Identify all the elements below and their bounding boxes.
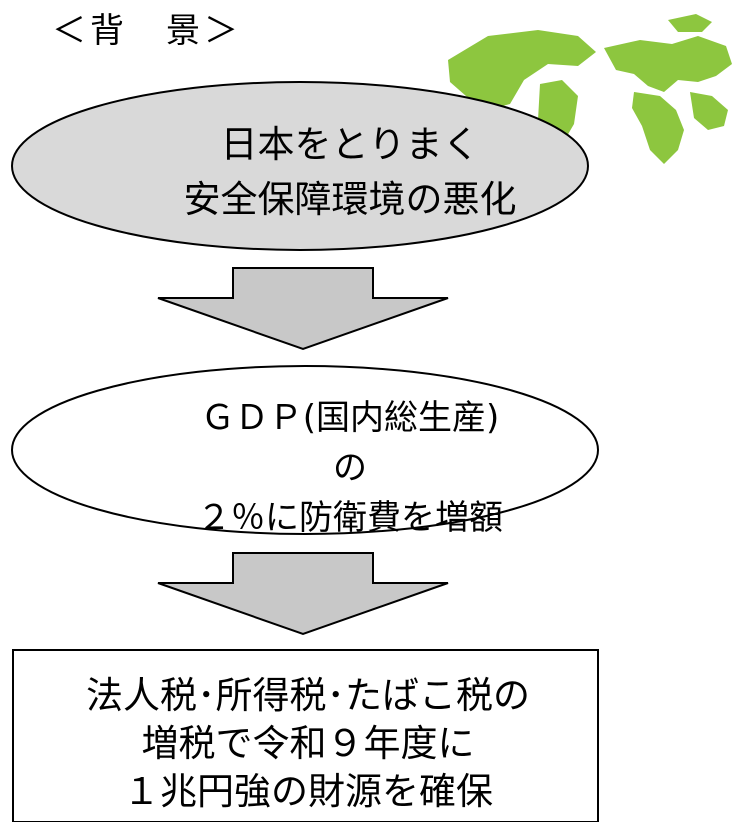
- ellipse-defense-budget: [11, 365, 599, 535]
- result-line-3: １兆円強の財源を確保: [123, 770, 493, 813]
- world-map-continents: [448, 14, 732, 170]
- down-arrow-1: [157, 267, 449, 351]
- down-arrow-2: [157, 552, 449, 636]
- result-line-1: 法人税･所得税･たばこ税の: [86, 674, 530, 717]
- ellipse-defense-budget-text: ＧＤＰ(国内総生産) の ２％に防衛費を増額: [110, 393, 590, 543]
- result-box-text: 法人税･所得税･たばこ税の 増税で令和９年度に １兆円強の財源を確保: [12, 672, 604, 816]
- ellipse2-line-1: ＧＤＰ(国内総生産): [200, 398, 500, 438]
- ellipse1-line-2: 安全保障環境の悪化: [183, 178, 517, 221]
- ellipse1-line-1: 日本をとりまく: [220, 123, 480, 166]
- ellipse-security-environment-text: 日本をとりまく 安全保障環境の悪化: [120, 117, 580, 227]
- result-line-2: 増税で令和９年度に: [141, 722, 475, 765]
- world-map-icon: [448, 14, 732, 170]
- background-heading: ＜背 景＞: [52, 11, 242, 51]
- result-box: [12, 649, 599, 822]
- ellipse2-line-3: ２％に防衛費を増額: [197, 498, 503, 538]
- ellipse-security-environment: [11, 81, 589, 251]
- ellipse2-line-2: の: [333, 448, 367, 488]
